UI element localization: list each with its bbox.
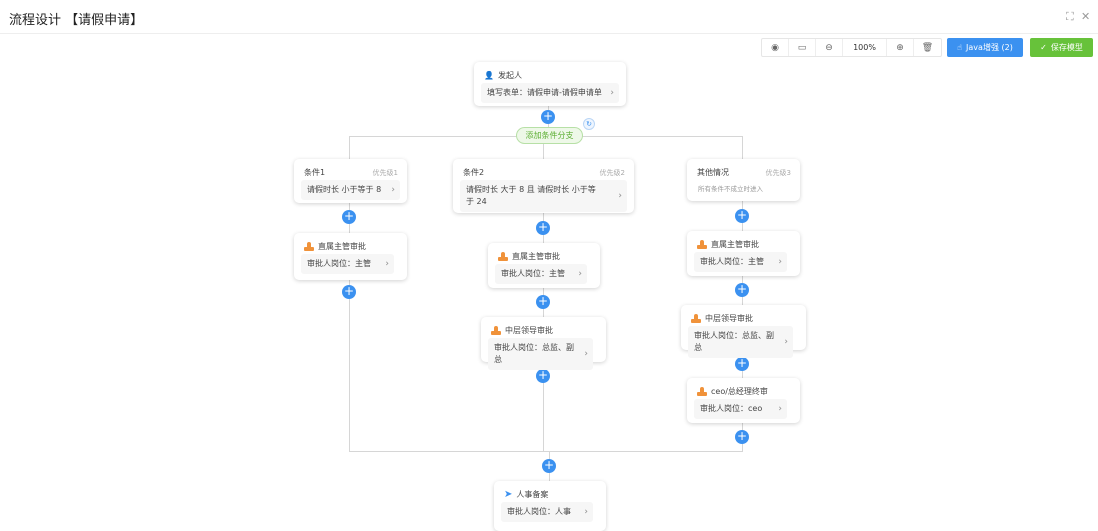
priority-label: 优先级3 [765, 169, 791, 177]
node-text: 审批人岗位：主管 [700, 257, 764, 266]
chevron-right-icon: › [385, 259, 389, 269]
chevron-right-icon: › [784, 337, 788, 347]
check-icon: ✓ [1040, 43, 1047, 52]
add-node-button[interactable]: + [542, 458, 556, 473]
approver-node[interactable]: 中层领导审批 审批人岗位：总监、副总 › [481, 317, 606, 370]
node-title: 发起人 [497, 71, 522, 80]
approver-node[interactable]: 直属主管审批 审批人岗位：主管 › [687, 231, 800, 276]
save-label: 保存模型 [1050, 43, 1083, 52]
node-content[interactable]: 审批人岗位：主管 › [694, 252, 787, 272]
node-text: 审批人岗位：人事 [507, 507, 571, 516]
node-content[interactable]: 审批人岗位：总监、副总 › [688, 326, 793, 358]
node-text: 填写表单：请假申请-请假申请单 [487, 88, 602, 97]
stamp-icon [491, 325, 501, 336]
chevron-right-icon: › [778, 257, 782, 267]
user-icon: 👤 [484, 71, 494, 80]
stamp-icon [697, 239, 707, 250]
condition-node[interactable]: 其他情况 优先级3 所有条件不成立时进入 [687, 159, 800, 201]
chevron-right-icon: › [391, 185, 395, 195]
node-title: ceo/总经理终审 [711, 387, 768, 396]
node-text: 请假时长 大于 8 且 请假时长 小于等于 24 [466, 185, 596, 206]
node-content[interactable]: 审批人岗位：主管 › [301, 254, 394, 274]
add-node-button[interactable]: + [735, 208, 749, 223]
chevron-right-icon: › [618, 191, 622, 201]
eye-icon[interactable]: ◉ [762, 39, 789, 56]
chevron-right-icon: › [578, 269, 582, 279]
node-title: 直属主管审批 [711, 240, 759, 249]
cc-node[interactable]: ➤人事备案 审批人岗位：人事 › [494, 481, 606, 531]
chevron-right-icon: › [778, 404, 782, 414]
page-title: 流程设计 【请假申请】 [9, 13, 144, 28]
node-description: 所有条件不成立时进入 [698, 185, 763, 193]
node-title: 中层领导审批 [505, 326, 553, 335]
approver-node[interactable]: 中层领导审批 审批人岗位：总监、副总 › [681, 305, 806, 358]
node-title: 中层领导审批 [705, 314, 753, 323]
add-node-button[interactable]: + [536, 294, 550, 309]
priority-label: 优先级2 [599, 169, 625, 177]
approver-node[interactable]: 直属主管审批 审批人岗位：主管 › [294, 233, 407, 280]
node-content[interactable]: 填写表单：请假申请-请假申请单 › [481, 83, 619, 103]
add-node-button[interactable]: + [342, 284, 356, 299]
node-title: 其他情况 [697, 168, 729, 177]
java-enhance-button[interactable]: ☝Java增强 (2) [947, 38, 1023, 57]
add-condition-branch-button[interactable]: 添加条件分支 [516, 127, 583, 144]
stamp-icon [691, 313, 701, 324]
save-model-button[interactable]: ✓保存模型 [1030, 38, 1093, 57]
node-title: 直属主管审批 [512, 252, 560, 261]
stamp-icon [498, 251, 508, 262]
connector [349, 451, 743, 452]
node-content[interactable]: 请假时长 大于 8 且 请假时长 小于等于 24 › [460, 180, 627, 212]
send-icon: ➤ [504, 489, 513, 500]
node-content[interactable]: 审批人岗位：人事 › [501, 502, 593, 522]
chevron-right-icon: › [584, 507, 588, 517]
stamp-icon [304, 241, 314, 252]
node-title: 条件2 [463, 168, 485, 177]
node-content[interactable]: 请假时长 小于等于 8 › [301, 180, 400, 200]
node-title: 人事备案 [516, 490, 549, 499]
close-icon[interactable]: ✕ [1081, 10, 1091, 23]
node-text: 审批人岗位：ceo [700, 404, 763, 413]
add-node-button[interactable]: + [342, 209, 356, 224]
node-content[interactable]: 审批人岗位：总监、副总 › [488, 338, 593, 370]
zoom-level: 100% [843, 39, 887, 56]
condition-node[interactable]: 条件2 优先级2 请假时长 大于 8 且 请假时长 小于等于 24 › [453, 159, 634, 213]
node-title: 直属主管审批 [318, 242, 366, 251]
node-text: 请假时长 小于等于 8 [307, 185, 382, 194]
node-title: 条件1 [304, 168, 326, 177]
chevron-right-icon: › [610, 88, 614, 98]
toolbar: ◉ ▭ ⊖ 100% ⊕ 🗑 [761, 38, 942, 57]
connector [543, 136, 544, 451]
chevron-right-icon: › [584, 349, 588, 359]
java-enhance-label: Java增强 (2) [966, 43, 1013, 52]
fullscreen-icon[interactable]: ⛶ [1066, 10, 1074, 23]
approver-node[interactable]: 直属主管审批 审批人岗位：主管 › [488, 243, 600, 288]
add-node-button[interactable]: + [735, 429, 749, 444]
zoom-in-icon[interactable]: ⊕ [887, 39, 914, 56]
add-node-button[interactable]: + [536, 368, 550, 383]
trash-icon[interactable]: 🗑 [921, 42, 934, 53]
stamp-icon [697, 386, 707, 397]
zoom-out-icon[interactable]: ⊖ [816, 39, 843, 56]
node-content[interactable]: 审批人岗位：主管 › [495, 264, 587, 284]
node-text: 审批人岗位：总监、副总 [694, 331, 774, 352]
title-bar: 流程设计 【请假申请】 ⛶ ✕ [0, 0, 1098, 34]
node-text: 审批人岗位：总监、副总 [494, 343, 574, 364]
start-node[interactable]: 👤发起人 填写表单：请假申请-请假申请单 › [474, 62, 626, 106]
add-node-button[interactable]: + [536, 220, 550, 235]
node-content[interactable]: 审批人岗位：ceo › [694, 399, 787, 419]
node-text: 审批人岗位：主管 [501, 269, 565, 278]
node-text: 审批人岗位：主管 [307, 259, 371, 268]
approver-node[interactable]: ceo/总经理终审 审批人岗位：ceo › [687, 378, 800, 423]
map-icon[interactable]: ▭ [789, 39, 816, 56]
refresh-icon[interactable]: ↻ [583, 118, 595, 130]
add-node-button[interactable]: + [735, 282, 749, 297]
add-node-button[interactable]: + [735, 356, 749, 371]
add-node-button[interactable]: + [541, 109, 555, 124]
priority-label: 优先级1 [372, 169, 398, 177]
hand-icon: ☝ [957, 43, 963, 52]
condition-node[interactable]: 条件1 优先级1 请假时长 小于等于 8 › [294, 159, 407, 203]
